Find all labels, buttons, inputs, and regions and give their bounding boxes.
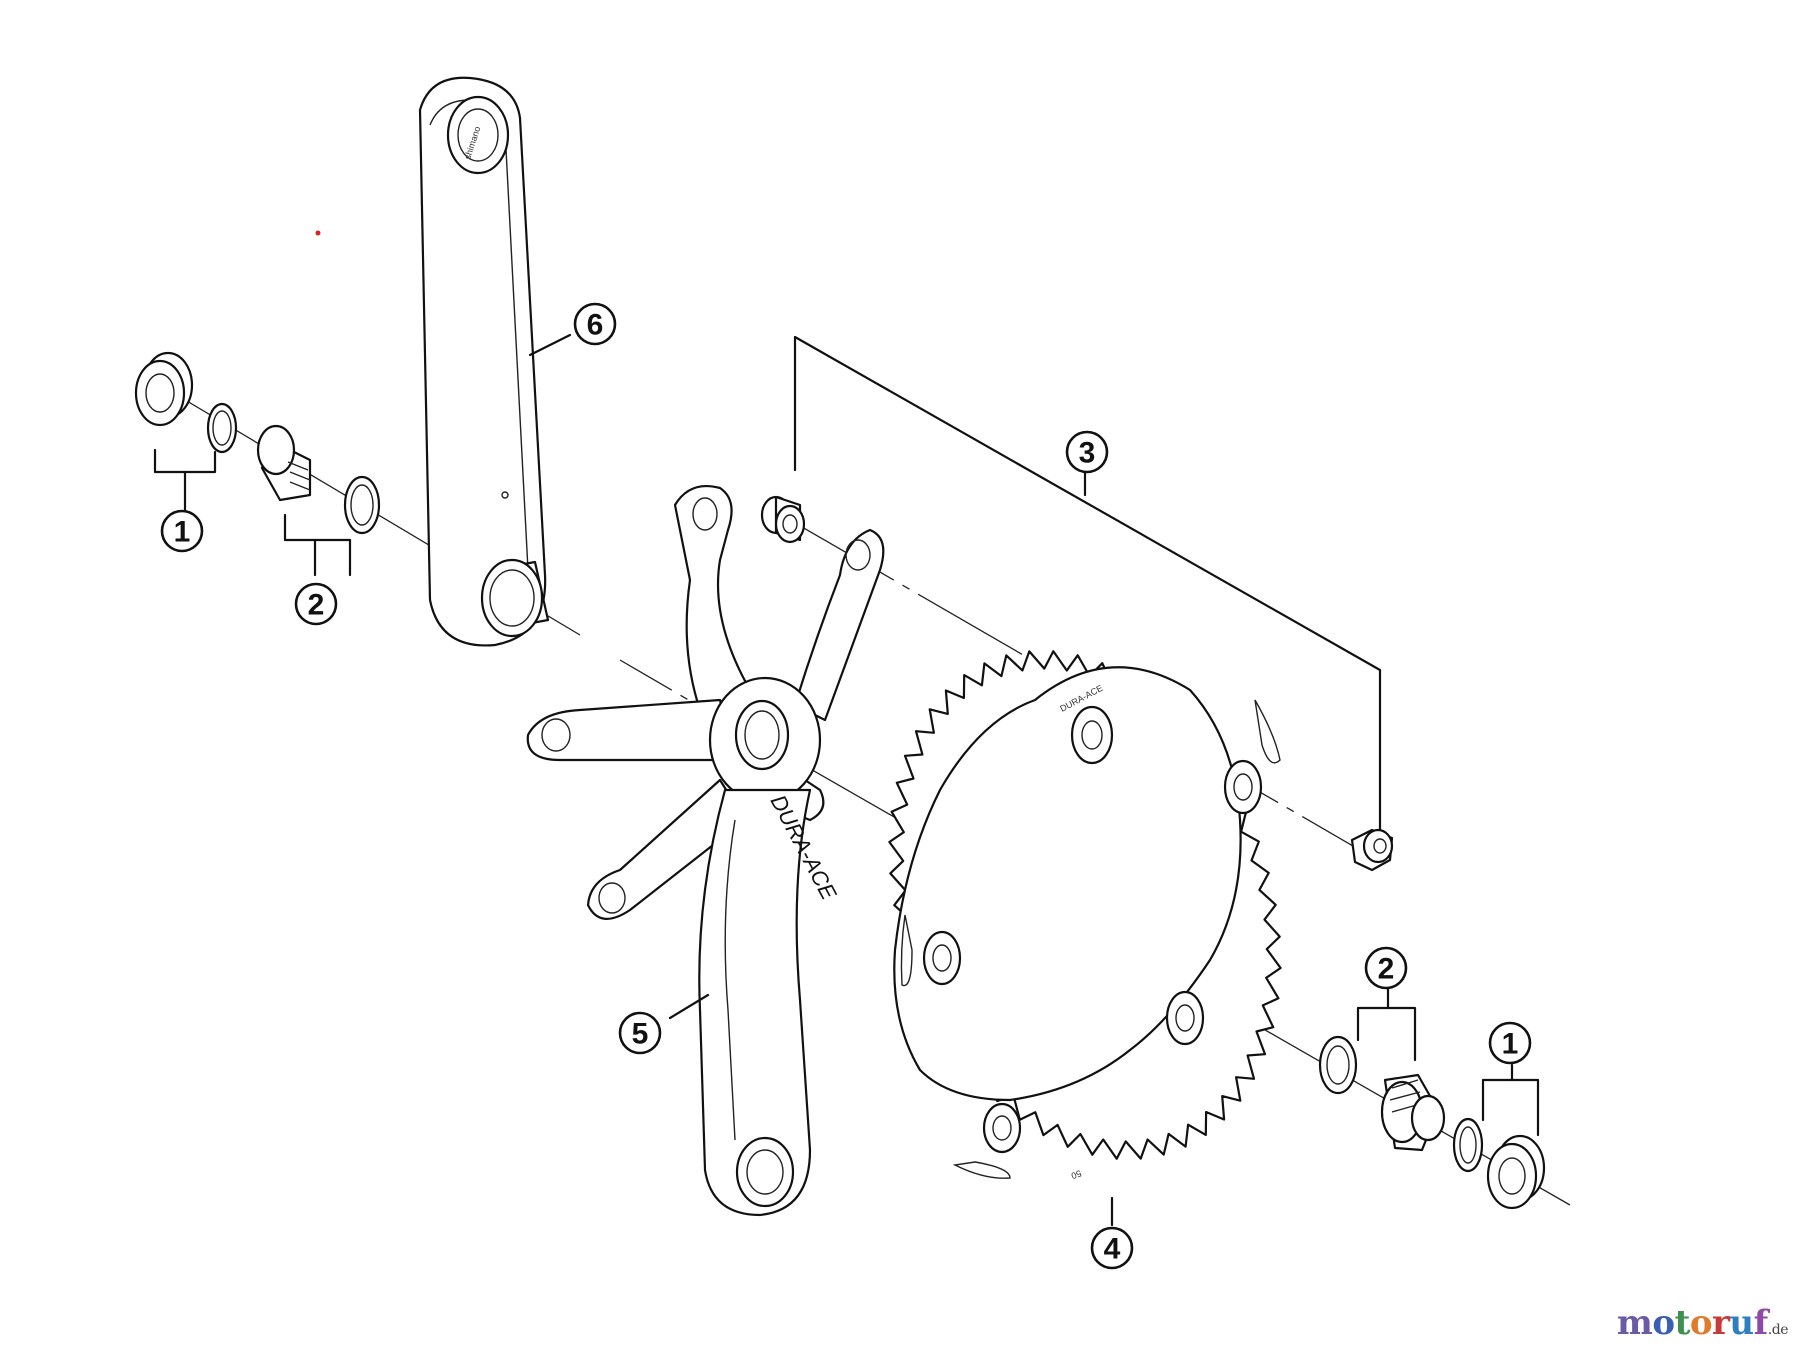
- watermark-letter: o: [1689, 1303, 1713, 1343]
- chainring-bolt-bosses: [922, 705, 1263, 1154]
- leader-lines: [153, 333, 1540, 1227]
- callout-6-label: 6: [587, 309, 604, 342]
- callout-4-label: 4: [1104, 1233, 1121, 1266]
- watermark-letter: m: [1616, 1303, 1653, 1343]
- callout-1-right-label: 1: [1502, 1028, 1519, 1061]
- motoruf-watermark-logo: motoruf.de: [1617, 1303, 1789, 1343]
- watermark-letter: o: [1652, 1303, 1675, 1343]
- callout-2-left-label: 2: [308, 589, 325, 622]
- watermark-tld: .de: [1767, 1322, 1789, 1338]
- callout-4: 4: [1090, 1226, 1134, 1270]
- left-crank-cap-parts: [134, 351, 381, 535]
- callout-3-label: 3: [1079, 437, 1096, 470]
- chainring: DURA-ACE 50: [888, 650, 1282, 1181]
- watermark-letter: t: [1674, 1303, 1691, 1343]
- callout-1-left-label: 1: [174, 516, 191, 549]
- callout-2-right-label: 2: [1378, 953, 1395, 986]
- right-crank-with-spider: DURA-ACE: [526, 484, 885, 1217]
- watermark-letter: f: [1753, 1303, 1769, 1343]
- watermark-letter: u: [1729, 1303, 1754, 1343]
- right-crank-cap-parts: [1318, 1035, 1546, 1210]
- callout-5: 5: [618, 1011, 662, 1055]
- callout-3: 3: [1065, 430, 1109, 474]
- callout-1-right: 1: [1488, 1021, 1532, 1065]
- callout-2-right: 2: [1364, 946, 1408, 990]
- stray-red-dot: [315, 230, 321, 236]
- callout-1-left: 1: [160, 509, 204, 553]
- left-crank-arm: shimano: [418, 76, 550, 647]
- watermark-letters: motoruf: [1617, 1303, 1768, 1343]
- chainring-teeth-engraving: 50: [1070, 1168, 1083, 1181]
- callout-2-left: 2: [294, 582, 338, 626]
- chainring-bolts: [760, 495, 1394, 872]
- callout-6: 6: [573, 302, 617, 346]
- watermark-letter: r: [1712, 1303, 1730, 1343]
- callout-5-label: 5: [632, 1018, 649, 1051]
